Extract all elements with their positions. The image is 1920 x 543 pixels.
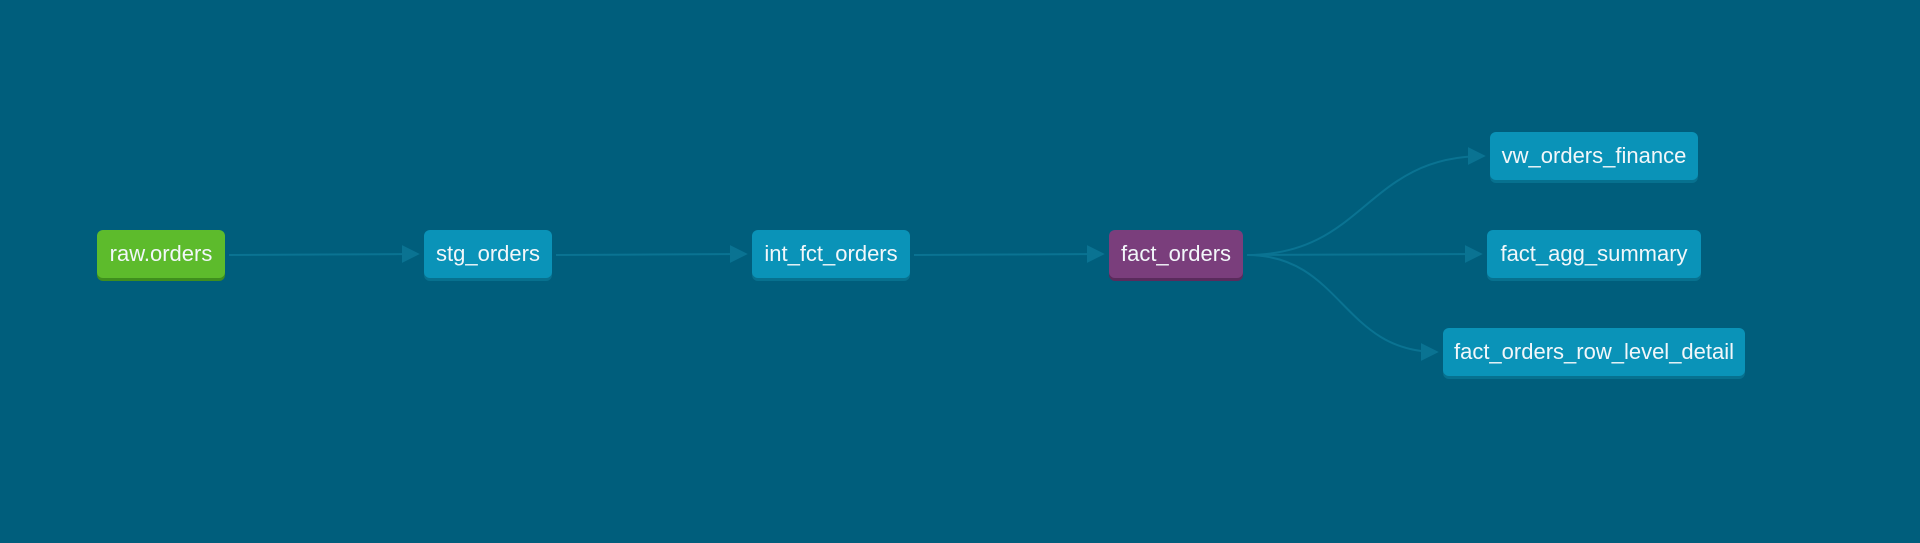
node-fact-orders-row-level-detail[interactable]: fact_orders_row_level_detail xyxy=(1443,328,1745,376)
edge-raw_orders-to-stg_orders xyxy=(228,245,420,264)
edge-fact_orders-to-fact_orders_row_level_detail xyxy=(1246,254,1439,361)
node-vw-orders-finance[interactable]: vw_orders_finance xyxy=(1490,132,1698,180)
edge-fact_orders-to-vw_orders_finance xyxy=(1246,147,1486,256)
edge-fact_orders-to-fact_agg_summary xyxy=(1246,245,1483,264)
edge-stg_orders-to-int_fct_orders xyxy=(555,245,748,264)
node-int-fct-orders[interactable]: int_fct_orders xyxy=(752,230,910,278)
node-stg-orders[interactable]: stg_orders xyxy=(424,230,552,278)
edge-int_fct_orders-to-fact_orders xyxy=(913,245,1105,264)
node-fact-orders[interactable]: fact_orders xyxy=(1109,230,1243,278)
node-fact-agg-summary[interactable]: fact_agg_summary xyxy=(1487,230,1701,278)
node-raw-orders[interactable]: raw.orders xyxy=(97,230,225,278)
